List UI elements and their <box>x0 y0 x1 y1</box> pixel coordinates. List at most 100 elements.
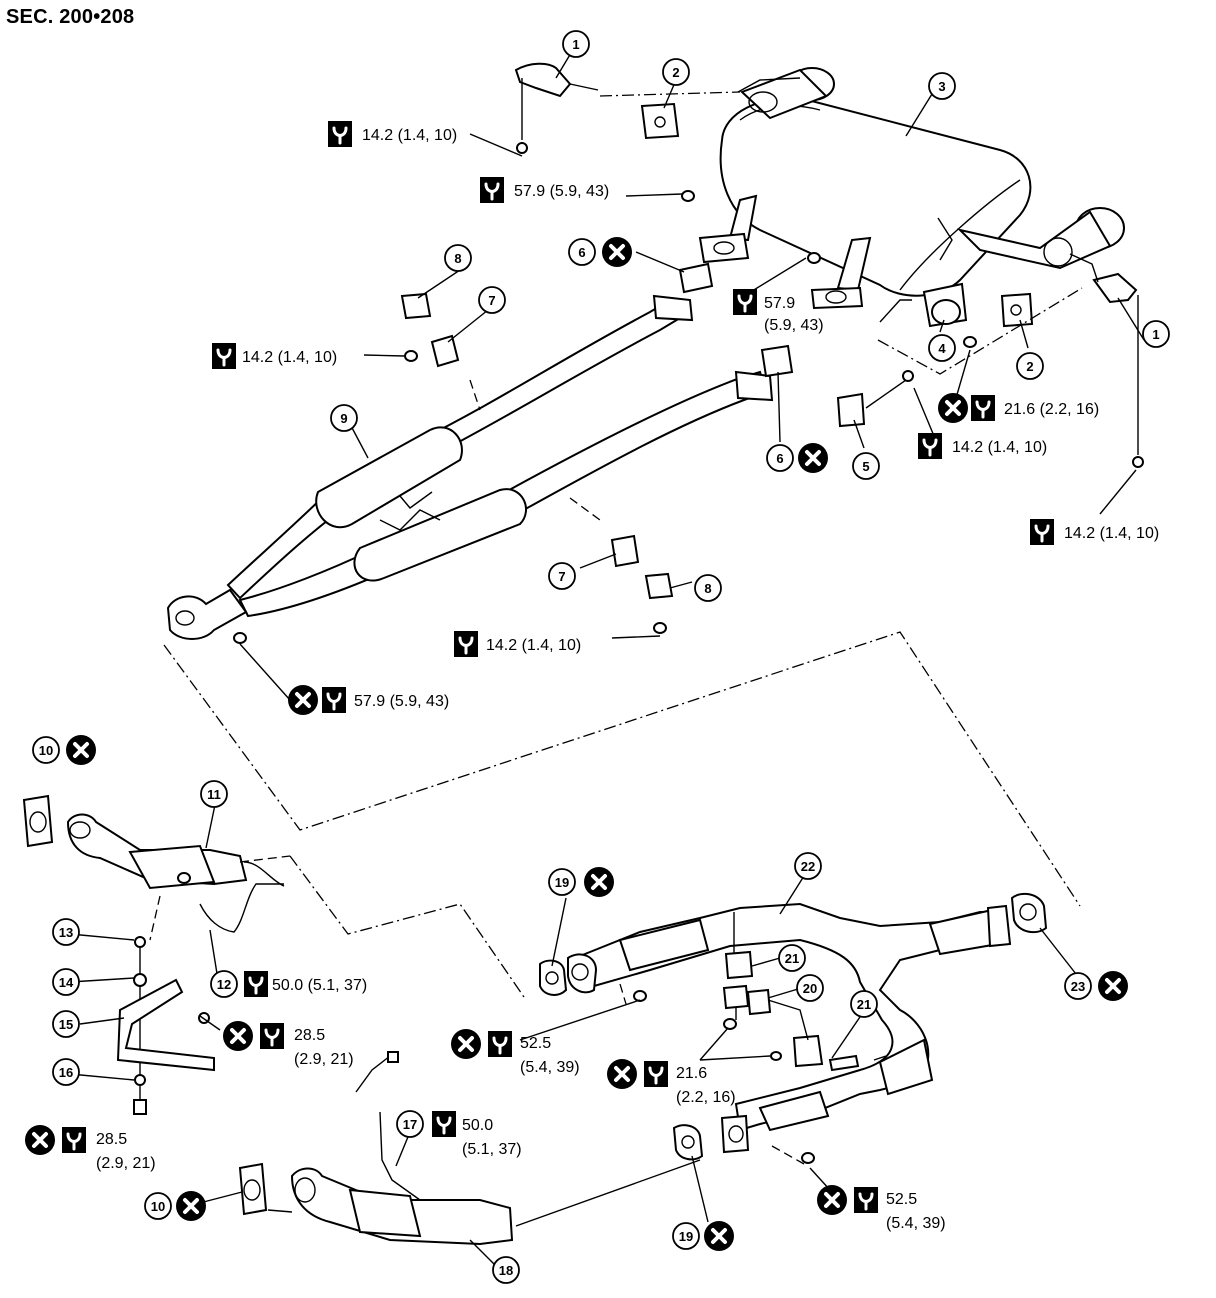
part-number: 7 <box>558 569 565 584</box>
torque-wrench-icon <box>971 395 995 421</box>
part-callout-17: 17 <box>396 1110 424 1138</box>
torque-value-alt-units: (5.9, 43) <box>764 317 824 334</box>
front-tube-left-bank <box>238 1051 514 1246</box>
tightening-torque-spec: 14.2 (1.4, 10) <box>454 631 581 657</box>
part-number-circle <box>562 30 590 58</box>
torque-value: 52.5 <box>520 1035 551 1052</box>
part-number: 8 <box>704 581 711 596</box>
tightening-torque-spec: 14.2 (1.4, 10) <box>1030 519 1159 545</box>
part-number: 3 <box>938 79 945 94</box>
part-callout-19a: 19 <box>548 867 614 897</box>
part-number: 4 <box>938 341 946 356</box>
part-number-circle <box>662 58 690 86</box>
part-callout-8b: 8 <box>694 574 722 602</box>
tightening-torque-spec: 50.0 (5.1, 37) <box>244 971 367 997</box>
part-callout-6a: 6 <box>568 237 632 267</box>
part-number-circle <box>492 1256 520 1284</box>
part-callouts: 1231245667878910111213141516171810191920… <box>32 30 1170 1284</box>
part-number-circle <box>778 944 806 972</box>
part-number: 23 <box>1071 979 1085 994</box>
part-callout-22: 22 <box>794 852 822 880</box>
part-callout-9: 9 <box>330 404 358 432</box>
torque-value: 14.2 (1.4, 10) <box>952 439 1047 456</box>
part-number: 17 <box>403 1117 417 1132</box>
torque-value: 14.2 (1.4, 10) <box>242 349 337 366</box>
part-number: 6 <box>776 451 783 466</box>
part-number: 6 <box>578 245 585 260</box>
do-not-reuse-icon <box>584 867 614 897</box>
torque-value: 57.9 (5.9, 43) <box>514 183 609 200</box>
part-number-circle <box>396 1110 424 1138</box>
part-callout-3: 3 <box>928 72 956 100</box>
part-number-circle <box>52 1010 80 1038</box>
do-not-reuse-icon <box>602 237 632 267</box>
torque-value: 21.6 <box>676 1065 707 1082</box>
part-number: 18 <box>499 1263 513 1278</box>
center-pipe-assembly <box>166 294 774 640</box>
part-callout-16: 16 <box>52 1058 80 1086</box>
part-number-circle <box>548 868 576 896</box>
do-not-reuse-icon <box>798 443 828 473</box>
part-callout-10a: 10 <box>32 735 96 765</box>
do-not-reuse-icon <box>1098 971 1128 1001</box>
part-number: 13 <box>59 925 73 940</box>
do-not-reuse-icon <box>288 685 318 715</box>
torque-value-alt-units: (5.1, 37) <box>462 1141 522 1158</box>
part-number: 14 <box>59 975 74 990</box>
part-number-circle <box>568 238 596 266</box>
part-number-circle <box>850 990 878 1018</box>
part-callout-1a: 1 <box>562 30 590 58</box>
part-number: 21 <box>785 951 799 966</box>
part-number-circle <box>32 736 60 764</box>
torque-wrench-icon <box>854 1187 878 1213</box>
part-number: 19 <box>555 875 569 890</box>
part-callout-2b: 2 <box>1016 352 1044 380</box>
torque-wrench-icon <box>212 343 236 369</box>
section-title: SEC. 200•208 <box>6 6 135 28</box>
tightening-torque-spec: 57.9(5.9, 43) <box>733 289 824 334</box>
do-not-reuse-icon <box>66 735 96 765</box>
part-callout-5: 5 <box>852 452 880 480</box>
part-number: 12 <box>217 977 231 992</box>
part-callout-20: 20 <box>796 974 824 1002</box>
part-number-circle <box>1064 972 1092 1000</box>
torque-value: 14.2 (1.4, 10) <box>1064 525 1159 542</box>
do-not-reuse-icon <box>817 1185 847 1215</box>
line-art <box>22 47 1145 1265</box>
torque-value-alt-units: (5.4, 39) <box>520 1059 580 1076</box>
part-callout-12: 12 <box>210 970 238 998</box>
tightening-torque-spec: 14.2 (1.4, 10) <box>918 433 1047 459</box>
tightening-torque-spec: 52.5(5.4, 39) <box>817 1185 946 1232</box>
torque-wrench-icon <box>322 687 346 713</box>
part-callout-23: 23 <box>1064 971 1128 1001</box>
part-number: 16 <box>59 1065 73 1080</box>
part-number-circle <box>478 286 506 314</box>
do-not-reuse-icon <box>704 1221 734 1251</box>
torque-wrench-icon <box>432 1111 456 1137</box>
part-number: 5 <box>862 459 869 474</box>
part-callout-11: 11 <box>200 780 228 808</box>
do-not-reuse-icon <box>451 1029 481 1059</box>
tightening-torque-spec: 21.6 (2.2, 16) <box>938 393 1099 423</box>
do-not-reuse-icon <box>938 393 968 423</box>
part-number: 1 <box>572 37 579 52</box>
part-callout-21b: 21 <box>850 990 878 1018</box>
part-number: 15 <box>59 1017 73 1032</box>
part-callout-4: 4 <box>928 334 956 362</box>
part-number: 10 <box>39 743 53 758</box>
torque-wrench-icon <box>244 971 268 997</box>
do-not-reuse-icon <box>176 1191 206 1221</box>
part-callout-8a: 8 <box>444 244 472 272</box>
torque-value: 52.5 <box>886 1191 917 1208</box>
part-number: 9 <box>340 411 347 426</box>
torque-value: 50.0 (5.1, 37) <box>272 977 367 994</box>
part-number-circle <box>52 1058 80 1086</box>
part-callout-1b: 1 <box>1142 320 1170 348</box>
torque-wrench-icon <box>1030 519 1054 545</box>
torque-value-alt-units: (2.2, 16) <box>676 1089 736 1106</box>
part-number: 11 <box>207 787 221 802</box>
part-number-circle <box>52 968 80 996</box>
part-number-circle <box>794 852 822 880</box>
part-number-circle <box>52 918 80 946</box>
part-number-circle <box>210 970 238 998</box>
